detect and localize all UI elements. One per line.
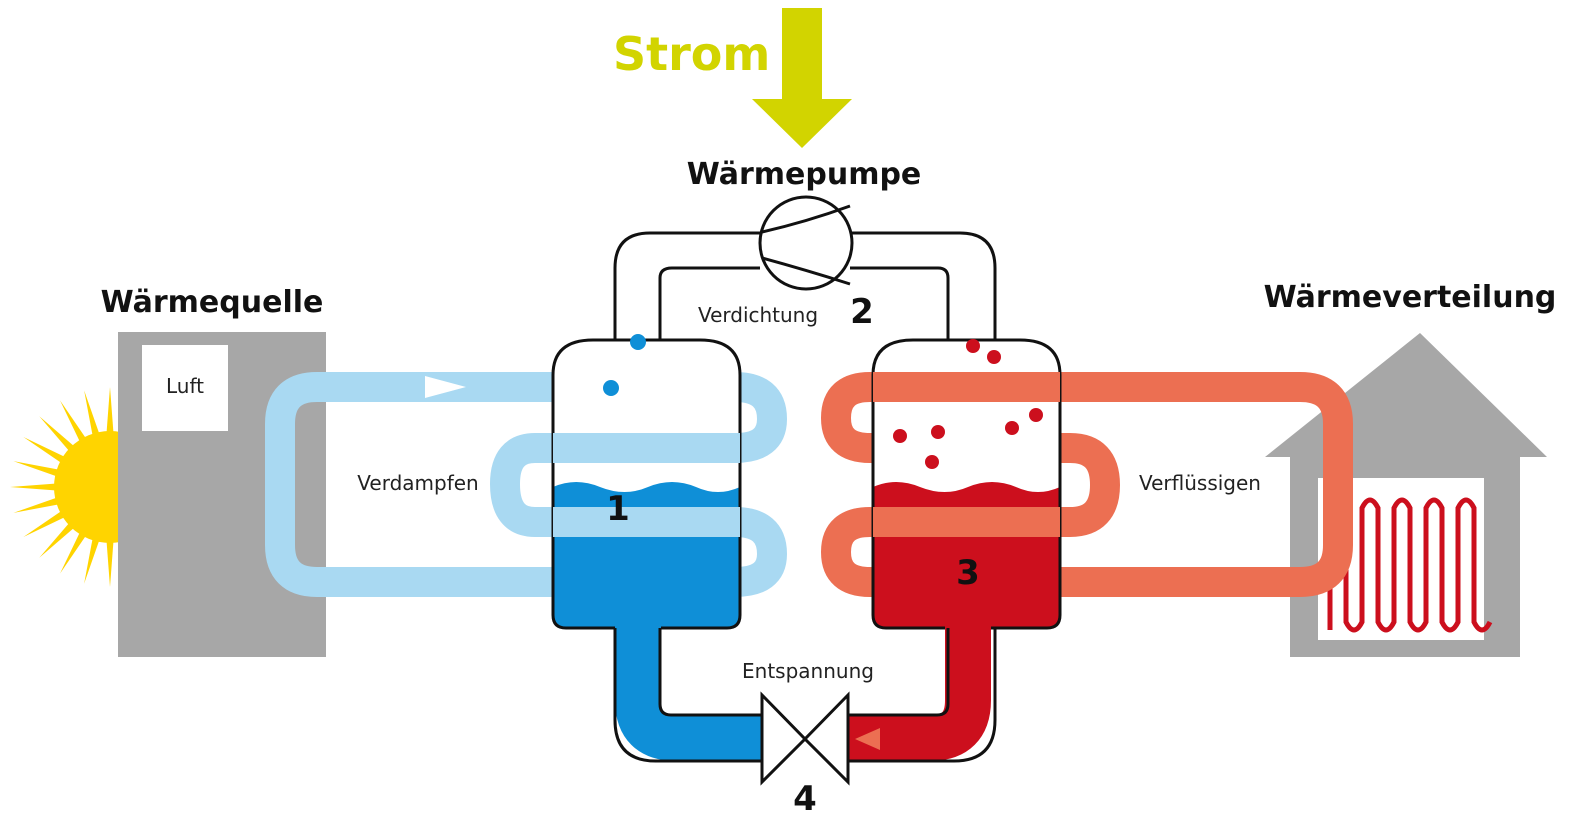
down-arrow-icon	[752, 8, 852, 148]
radiator-icon	[1327, 497, 1493, 633]
cold-flow-arrow-top	[425, 376, 466, 398]
heat-pump-title: Wärmepumpe	[687, 157, 922, 192]
hot-flow-arrow	[855, 728, 880, 750]
evaporate-label: Verdampfen	[357, 471, 478, 495]
condense-label: Verflüssigen	[1139, 471, 1261, 495]
step-4-label: 4	[793, 779, 817, 819]
step-3-label: 3	[956, 553, 980, 593]
heat-distribution-title: Wärmeverteilung	[1264, 280, 1557, 315]
hot-pipe-loop	[821, 372, 1353, 597]
heat-source-title: Wärmequelle	[101, 285, 324, 320]
compressor-icon	[758, 195, 854, 291]
air-label-box	[142, 345, 228, 431]
expansion-label: Entspannung	[742, 659, 874, 683]
evaporator-vessel	[551, 334, 742, 630]
hot-liquid-line	[830, 625, 991, 761]
compression-label: Verdichtung	[698, 303, 818, 327]
air-label: Luft	[166, 374, 204, 398]
refrigerant-circuit-line	[613, 231, 997, 345]
step-2-label: 2	[850, 292, 874, 332]
step-1-label: 1	[606, 489, 630, 529]
power-label: Strom	[613, 27, 770, 81]
expansion-valve-icon	[760, 691, 850, 786]
liquid-line-outline	[613, 628, 997, 763]
cold-liquid-line	[615, 625, 780, 761]
